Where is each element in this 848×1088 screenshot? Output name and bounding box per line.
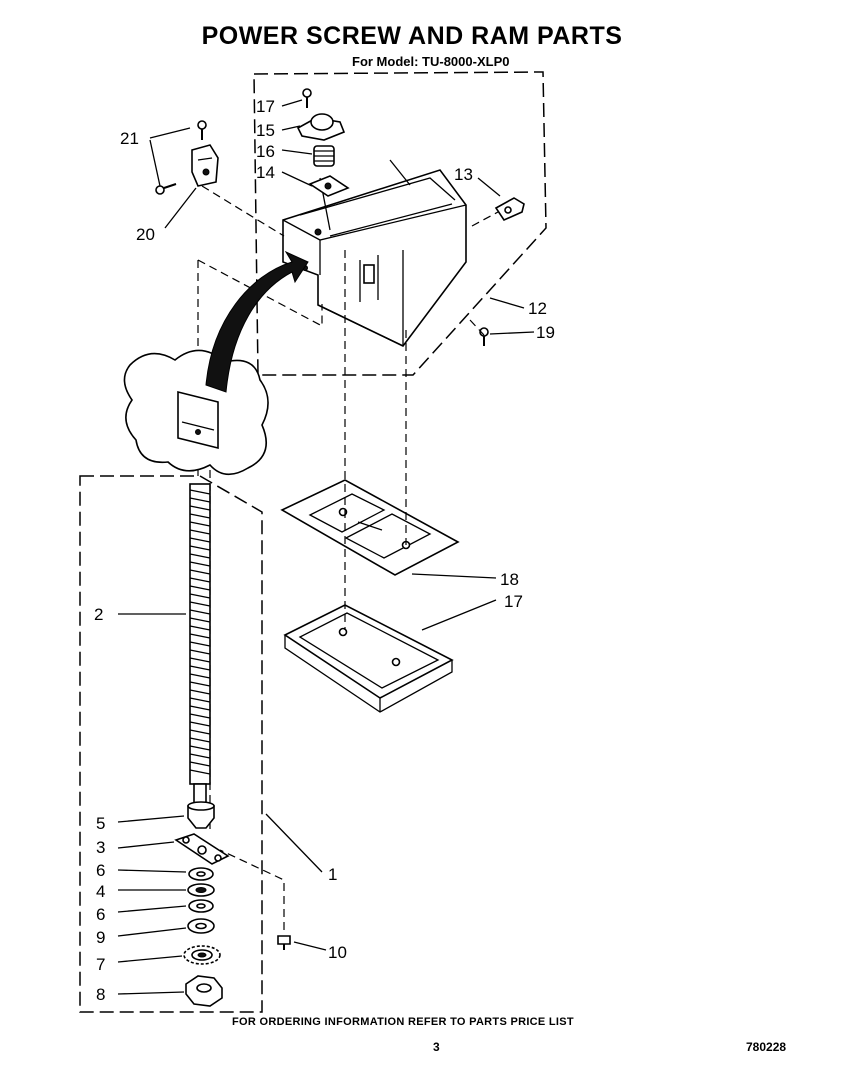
- model-number: For Model: TU-8000-XLP0: [352, 54, 510, 69]
- callout-9: 9: [96, 928, 105, 947]
- document-number: 780228: [746, 1040, 787, 1054]
- clip-part-12: [494, 197, 525, 222]
- washer-stack: [187, 867, 215, 934]
- page-title: POWER SCREW AND RAM PARTS: [201, 22, 623, 50]
- bearing-part-14: [296, 113, 346, 141]
- callout-14: 15: [256, 121, 275, 140]
- callout-6-upper: 6: [96, 861, 105, 880]
- callout-13: 14: [256, 163, 275, 182]
- callout-10: 10: [328, 943, 347, 962]
- power-screw-part-2: [189, 483, 211, 805]
- callout-4: 4: [96, 882, 105, 901]
- callout-3: 3: [96, 838, 105, 857]
- detail-inset: [123, 349, 269, 476]
- page-number: 3: [433, 1040, 440, 1054]
- callout-20: 20: [136, 225, 155, 244]
- bushing-part-5: [187, 801, 215, 829]
- callout-2: 2: [94, 605, 103, 624]
- plate-part-3: [174, 833, 230, 865]
- callout-7: 7: [96, 955, 105, 974]
- ordering-footer: FOR ORDERING INFORMATION REFER TO PARTS …: [232, 1016, 574, 1028]
- callout-15: 16: [256, 142, 275, 161]
- screw-part-21: [155, 120, 207, 195]
- callout-1: 1: [328, 865, 337, 884]
- upper-assembly-boundary: [253, 71, 547, 376]
- screw-part-19: [479, 327, 489, 346]
- screw-part-10: [277, 935, 291, 950]
- plate-part-13: [308, 175, 350, 197]
- callout-5: 5: [96, 814, 105, 833]
- detail-arrow: [205, 250, 309, 393]
- nut-part-8: [185, 975, 223, 1007]
- gear-part-15: [313, 145, 335, 167]
- tray-part-17: [283, 604, 454, 713]
- lower-assembly-boundary: [79, 475, 263, 1013]
- callout-16: 17: [256, 97, 275, 116]
- sprocket-part-7: [183, 945, 221, 965]
- callout-19: 19: [536, 323, 555, 342]
- callout-11: 12: [528, 299, 547, 318]
- gasket-part-18: [280, 479, 460, 576]
- callout-12: 13: [454, 165, 473, 184]
- callout-6-lower: 6: [96, 905, 105, 924]
- callout-8: 8: [96, 985, 105, 1004]
- leader-lines: [117, 99, 535, 995]
- ram-housing: [282, 159, 467, 348]
- bracket-part-20: [191, 144, 219, 187]
- callout-18: 18: [500, 570, 519, 589]
- screw-part-16: [302, 88, 312, 108]
- callout-21: 21: [120, 129, 139, 148]
- callout-17: 17: [504, 592, 523, 611]
